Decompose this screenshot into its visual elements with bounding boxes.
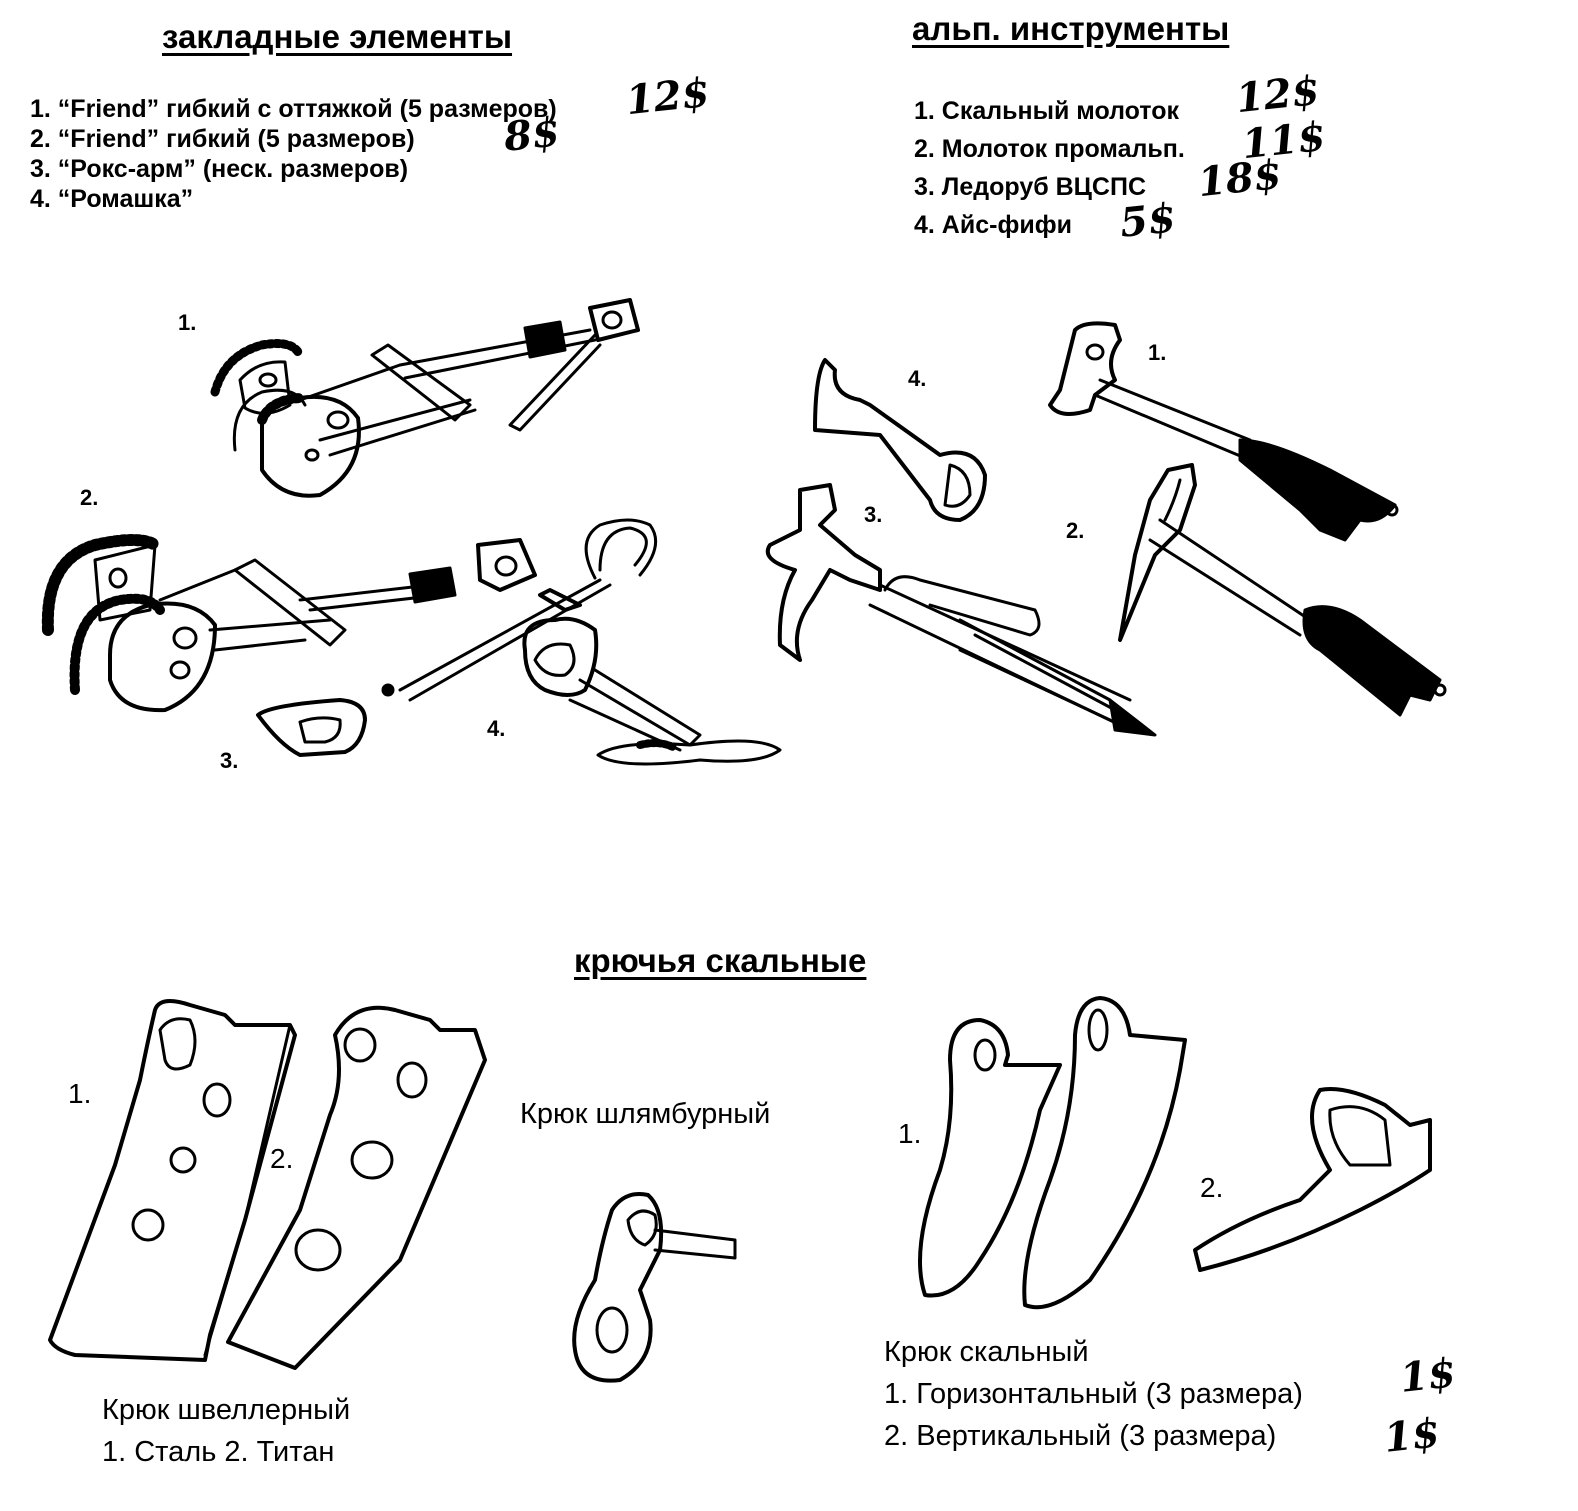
item-text: 4. Айс-фифи [914, 211, 1072, 239]
figure-label: 3. [864, 502, 883, 527]
item-text: 3. “Рокс-арм” (неск. размеров) [30, 155, 409, 183]
item-text: 1. Скальный молоток [914, 97, 1179, 125]
item-text: 2. “Friend” гибкий (5 размеров) [30, 125, 415, 153]
figure-label: 1. [178, 310, 197, 335]
friend-with-sling-illustration [215, 300, 638, 496]
friend-flexible-illustration [48, 540, 535, 710]
handwritten-price: 1$ [1381, 1409, 1442, 1462]
list-item: 3. “Рокс-арм” (неск. размеров) [30, 154, 557, 184]
list-item: 4. “Ромашка” [30, 184, 557, 214]
list-item: 2. Вертикальный (3 размера) [884, 1418, 1276, 1454]
item-text: 2. Молоток промальп. [914, 135, 1185, 163]
rocks-arm-illustration [258, 520, 656, 755]
section-title-tools: альп. инструменты [912, 10, 1230, 47]
section-title-pitons: крючья скальные [574, 942, 867, 979]
list-item: 1. Горизонтальный (3 размера) [884, 1376, 1303, 1412]
channel-piton-steel-illustration [50, 1001, 295, 1360]
rock-piton-vertical-illustration [1024, 998, 1430, 1307]
channel-piton-titanium-illustration [228, 1008, 485, 1368]
figure-label: 2. [1066, 518, 1085, 543]
rock-piton-horizontal-illustration [920, 1020, 1060, 1296]
item-text: 2. Вертикальный (3 размера) [884, 1420, 1277, 1452]
figure-label: 1. [1148, 340, 1167, 365]
figure-label: 4. [487, 716, 506, 741]
figure-label: 1. [898, 1118, 922, 1149]
chocks-list: 1. “Friend” гибкий с оттяжкой (5 размеро… [30, 69, 712, 214]
item-text: 1. “Friend” гибкий с оттяжкой (5 размеро… [30, 95, 557, 123]
figure-label: 3. [220, 748, 239, 773]
ice-axe-illustration [768, 485, 1155, 735]
industrial-hammer-illustration [1120, 465, 1445, 715]
ice-fifi-illustration [815, 360, 985, 520]
list-item: 2. “Friend” гибкий (5 размеров)8$ [30, 108, 562, 161]
section-title-chocks: закладные элементы [162, 18, 513, 55]
rock-hammer-illustration [1050, 323, 1397, 540]
item-text: 3. Ледоруб ВЦСПС [914, 173, 1147, 201]
list-item: 1. “Friend” гибкий с оттяжкой (5 размеро… [30, 69, 712, 124]
romashka-illustration [524, 619, 780, 764]
list-item: 2. Молоток промальп.11$ [914, 113, 1328, 168]
handwritten-price: 1$ [1397, 1349, 1458, 1402]
channel-caption: Крюк швеллерный [102, 1394, 351, 1426]
figure-label: 2. [270, 1143, 294, 1174]
channel-variants: 1. Сталь 2. Титан [102, 1436, 335, 1468]
rock-caption: Крюк скальный [884, 1336, 1089, 1368]
figure-label: 2. [1200, 1172, 1224, 1203]
figure-label: 2. [80, 485, 99, 510]
figure-label: 4. [908, 366, 927, 391]
item-text: 1. Горизонтальный (3 размера) [884, 1378, 1303, 1410]
bolt-hanger-illustration [574, 1194, 735, 1381]
figure-label: 1. [68, 1078, 92, 1109]
bolt-caption: Крюк шлямбурный [520, 1098, 771, 1130]
item-text: 4. “Ромашка” [30, 185, 194, 213]
